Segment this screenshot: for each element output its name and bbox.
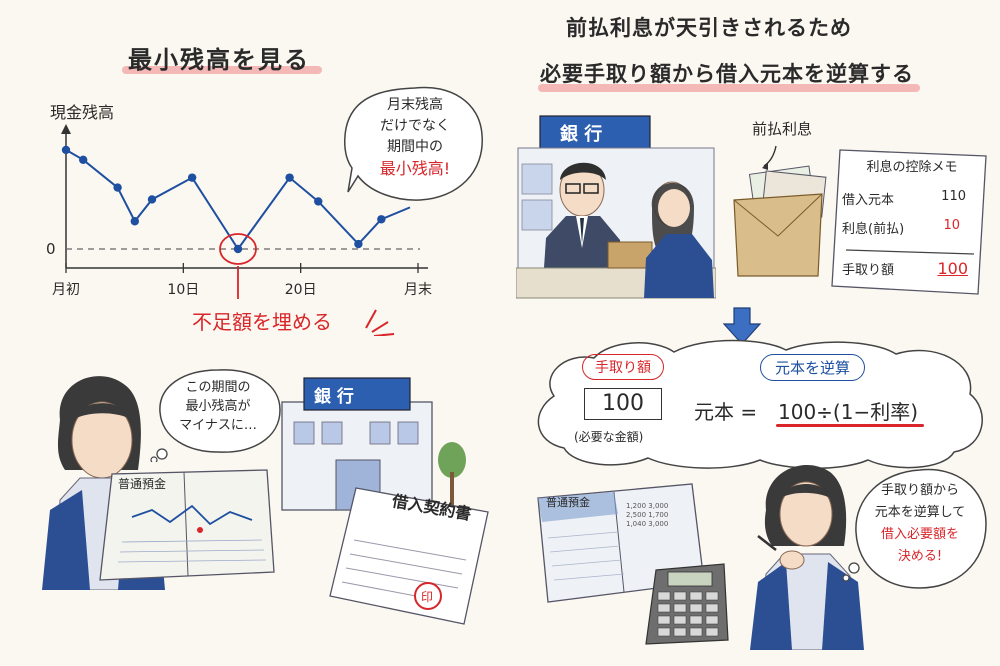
minimum-circle bbox=[219, 233, 257, 265]
passbook-label-right: 普通預金 bbox=[546, 496, 590, 509]
bubble-line-4: 最小残高! bbox=[379, 159, 451, 178]
right-title-line-1: 前払利息が天引きされるため bbox=[566, 16, 852, 40]
memo-principal-value: 110 bbox=[941, 189, 966, 204]
min-balance-bubble-shape bbox=[344, 86, 483, 201]
balance-point bbox=[113, 183, 122, 192]
deduction-memo: 利息の控除メモ 借入元本 110 利息(前払) 10 手取り額 100 bbox=[842, 156, 982, 278]
thought-line-3: マイナスに… bbox=[179, 418, 257, 433]
balance-point bbox=[61, 145, 71, 155]
passbook-row: 1,200 3,000 bbox=[626, 502, 669, 510]
balance-point bbox=[233, 244, 243, 254]
woman-decision-bubble: 手取り額から 元本を逆算して 借入必要額を 決める! bbox=[858, 480, 982, 568]
x-tick-label: 月初 bbox=[52, 281, 80, 298]
passbook-row: 2,500 1,700 bbox=[626, 511, 669, 519]
formula-underline bbox=[776, 424, 924, 427]
chart-ylabel: 現金残高 bbox=[50, 103, 114, 122]
x-tick-label: 20日 bbox=[285, 282, 317, 298]
y-axis-arrow bbox=[61, 124, 71, 134]
balance-point bbox=[354, 239, 363, 249]
balance-point bbox=[377, 215, 386, 224]
right-title-underline-2 bbox=[538, 84, 920, 92]
memo-net-label: 手取り額 bbox=[842, 263, 895, 278]
left-title: 最小残高を見る bbox=[128, 46, 310, 74]
balance-point bbox=[285, 173, 294, 182]
memo-net-value: 100 bbox=[937, 259, 968, 278]
x-tick-label: 月末 bbox=[404, 282, 432, 298]
memo-card-shape bbox=[831, 149, 987, 295]
envelope-money bbox=[733, 145, 827, 277]
contract-seal: 印 bbox=[421, 590, 434, 604]
formula-left: 元本 = bbox=[694, 400, 758, 424]
balance-point bbox=[314, 197, 323, 206]
balance-point bbox=[130, 217, 139, 226]
decision-line-3: 借入必要額を bbox=[880, 527, 959, 542]
balance-point bbox=[187, 173, 197, 182]
decision-line-2: 元本を逆算して bbox=[874, 505, 966, 520]
passbook-label-left: 普通預金 bbox=[118, 477, 167, 491]
memo-principal-label: 借入元本 bbox=[842, 193, 895, 208]
x-ticks: 月初 10日 20日 月末 bbox=[52, 263, 432, 298]
bank-sign-right: 銀 行 bbox=[560, 124, 603, 145]
bank-counter-scene bbox=[516, 115, 716, 299]
bubble-line-3: 期間中の bbox=[387, 139, 443, 155]
memo-row-principal: 借入元本 110 bbox=[842, 189, 982, 208]
memo-title: 利息の控除メモ bbox=[866, 160, 958, 175]
balance-points bbox=[61, 145, 386, 254]
memo-interest-label: 利息(前払) bbox=[842, 222, 905, 237]
passbook-values: 1,200 3,000 2,500 1,700 1,040 3,000 bbox=[626, 502, 668, 529]
prepaid-interest-label: 前払利息 bbox=[752, 120, 813, 138]
passbook-open bbox=[99, 469, 275, 581]
balance-point bbox=[147, 195, 157, 204]
bubble-line-2: だけでなく bbox=[380, 118, 450, 134]
down-arrow-icon bbox=[722, 307, 762, 345]
woman-thought-bubble-shape bbox=[150, 369, 281, 462]
formula-right: 100÷(1−利率) bbox=[778, 400, 919, 424]
zero-label: 0 bbox=[46, 240, 56, 258]
thinking-woman-illustration bbox=[750, 464, 864, 650]
principal-pill: 元本を逆算 bbox=[760, 354, 866, 381]
net-amount-pill: 手取り額 bbox=[582, 354, 664, 380]
thought-line-2: 最小残高が bbox=[185, 399, 251, 414]
decision-line-1: 手取り額から bbox=[880, 483, 959, 498]
thought-line-1: この期間の bbox=[185, 380, 251, 395]
balance-series-line bbox=[65, 149, 411, 251]
x-tick-label: 10日 bbox=[167, 282, 199, 298]
woman-thought-bubble: この期間の 最小残高が マイナスに… bbox=[158, 378, 278, 435]
loan-contract-illustration bbox=[329, 487, 489, 625]
memo-interest-value: 10 bbox=[943, 218, 960, 233]
decision-line-4: 決める! bbox=[897, 549, 943, 564]
bubble-line-1: 月末残高 bbox=[387, 97, 443, 113]
left-title-underline bbox=[122, 66, 322, 74]
emphasis-marks bbox=[365, 309, 395, 336]
net-amount-caption: (必要な金額) bbox=[574, 430, 644, 444]
passbook-row: 1,040 3,000 bbox=[626, 520, 669, 528]
bank-building-left bbox=[281, 377, 466, 511]
memo-row-interest: 利息(前払) 10 bbox=[842, 218, 982, 237]
calculation-cloud-shape bbox=[537, 339, 983, 469]
balance-point bbox=[79, 155, 88, 165]
net-amount-box: 100 bbox=[584, 388, 662, 420]
cash-balance-chart: 現金残高 0 月初 10日 20日 月末 bbox=[46, 103, 432, 299]
woman-decision-bubble-shape bbox=[842, 468, 987, 589]
bank-sign-left: 銀 行 bbox=[314, 387, 354, 407]
min-balance-bubble: 月末残高 だけでなく 期間中の 最小残高! bbox=[355, 95, 475, 179]
right-title-line-2: 必要手取り額から借入元本を逆算する bbox=[540, 62, 914, 86]
memo-row-net: 手取り額 100 bbox=[842, 259, 982, 278]
calculator-icon bbox=[645, 563, 729, 645]
fill-shortage-label: 不足額を埋める bbox=[192, 310, 332, 334]
